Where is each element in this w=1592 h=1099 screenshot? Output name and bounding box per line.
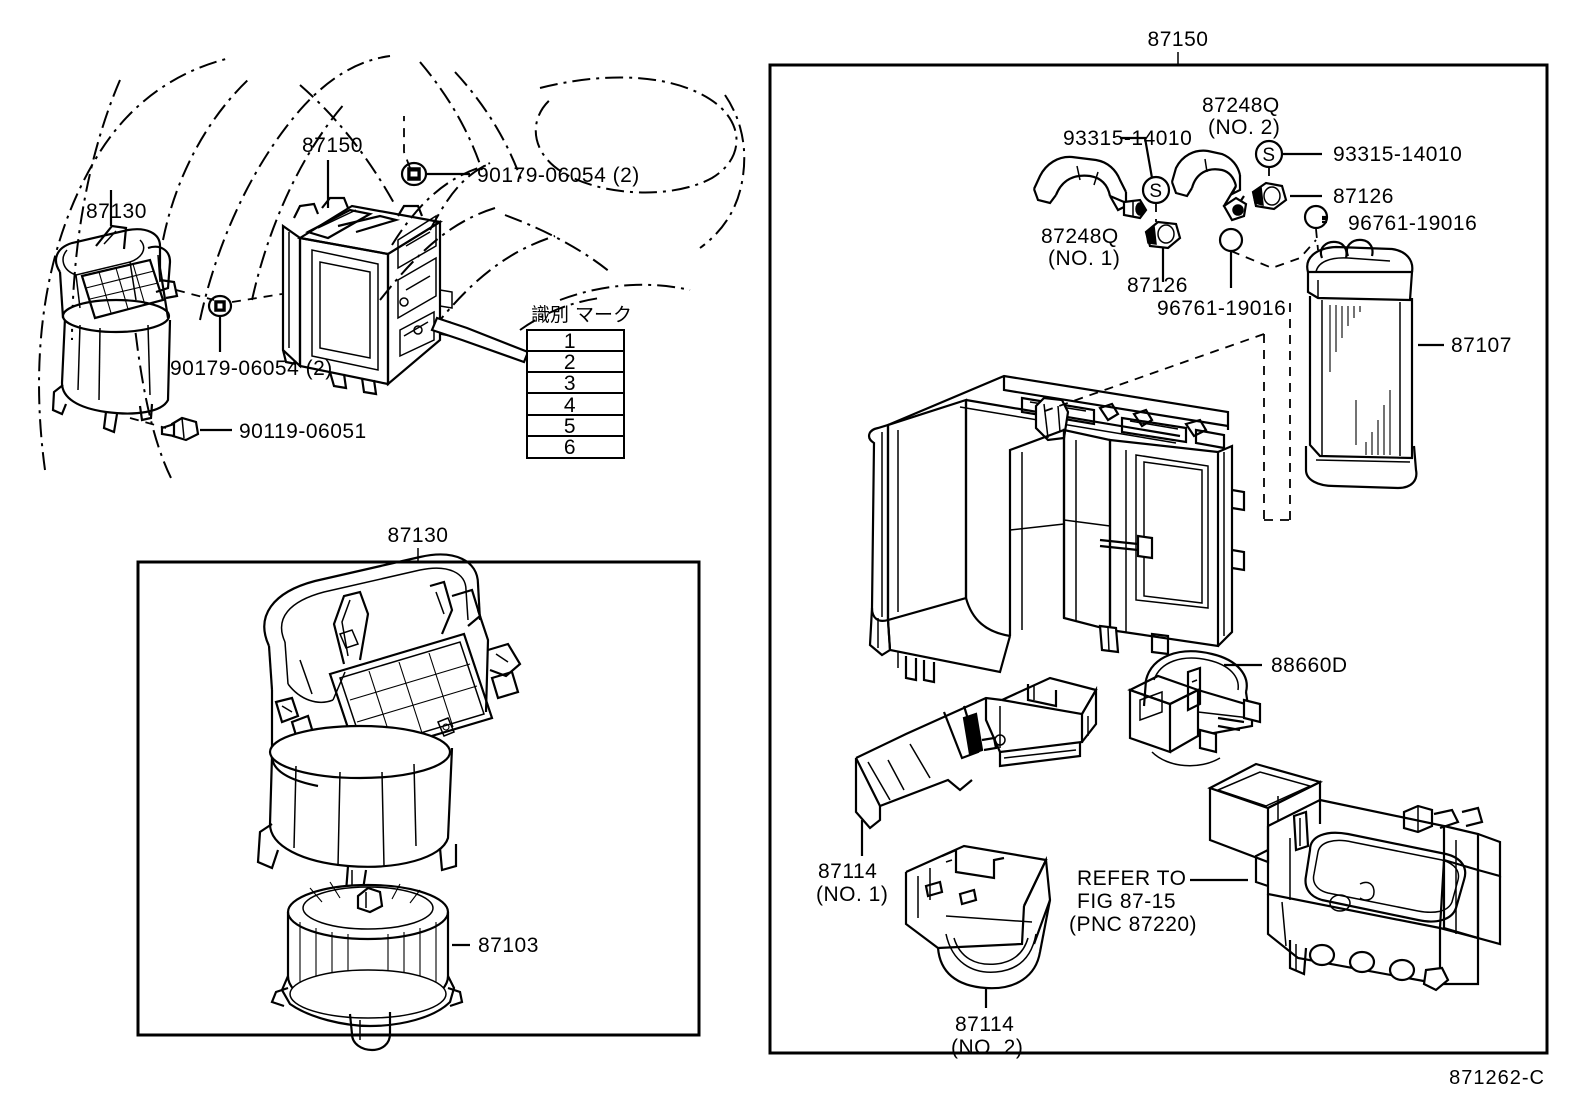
label-93315-14010-right: 93315-14010 xyxy=(1333,143,1462,166)
label-87126-left: 87126 xyxy=(1127,274,1188,297)
label-87114-no1: 87114 xyxy=(818,860,877,883)
duct-87114-no1-drawing xyxy=(854,676,1098,856)
resistor-88660d-drawing xyxy=(1127,650,1262,767)
mark-row-2: 2 xyxy=(564,351,576,374)
mark-row-3: 3 xyxy=(564,372,576,395)
label-87248q-no1-sub: (NO. 1) xyxy=(1048,247,1120,270)
label-refer-to: REFER TO xyxy=(1077,867,1186,890)
clamp-87126-right-drawing xyxy=(1251,181,1322,211)
duct-87114-no2-drawing xyxy=(904,844,1052,1008)
grommet-96761-left-drawing xyxy=(1218,227,1244,288)
mark-table-header: 識別 マーク xyxy=(531,304,632,326)
screw-90179-mid xyxy=(207,294,233,352)
label-refer-pnc: (PNC 87220) xyxy=(1069,913,1197,936)
clamp-93315-right: S xyxy=(1254,139,1322,188)
blower-panel-title: 87130 xyxy=(388,524,449,547)
label-87114-no2-sub: (NO. 2) xyxy=(951,1036,1023,1059)
leader-lines-topleft xyxy=(109,116,411,429)
hose-87248q-no2-drawing xyxy=(1170,149,1248,222)
bolt-90119 xyxy=(160,416,232,442)
blower-panel: 87130 xyxy=(136,524,701,1052)
heater-panel: 87150 xyxy=(768,28,1549,1059)
mark-row-6: 6 xyxy=(564,436,576,459)
clamp-87126-left-drawing xyxy=(1144,220,1182,282)
label-87103: 87103 xyxy=(478,934,539,957)
label-90119-06051: 90119-06051 xyxy=(239,420,367,443)
label-90179-06054-mid: 90179-06054 (2) xyxy=(170,357,333,380)
heater-case-drawing xyxy=(868,374,1246,684)
label-87248q-no1: 87248Q xyxy=(1041,225,1119,248)
vehicle-outline-group xyxy=(38,55,746,481)
label-87114-no1-sub: (NO. 1) xyxy=(816,883,888,906)
label-87130-topleft: 87130 xyxy=(86,200,147,223)
mark-row-4: 4 xyxy=(564,394,576,417)
screw-90179-top xyxy=(400,161,470,187)
blower-motor-drawing xyxy=(270,881,464,1052)
identification-mark-table: 識別 マーク 1 2 3 4 5 6 xyxy=(526,304,632,459)
heater-core-87107-drawing xyxy=(1304,238,1444,490)
hose-87248q-no1-drawing xyxy=(1032,155,1148,220)
label-87126-right: 87126 xyxy=(1333,185,1394,208)
label-87248q-no2-sub: (NO. 2) xyxy=(1208,116,1280,139)
duct-assembly-87220-drawing xyxy=(1190,762,1502,992)
label-87114-no2: 87114 xyxy=(955,1013,1014,1036)
clamp-s-glyph-right: S xyxy=(1262,145,1275,166)
blower-assembly-topleft-drawing xyxy=(51,224,179,434)
blower-housing-drawing: 87103 xyxy=(256,553,539,1052)
heater-panel-title: 87150 xyxy=(1148,28,1209,51)
clamp-s-glyph-left: S xyxy=(1149,181,1162,202)
install-guide-dashed xyxy=(1041,300,1291,521)
label-refer-fig: FIG 87-15 xyxy=(1077,890,1176,913)
label-87107: 87107 xyxy=(1451,334,1512,357)
heater-unit-topleft-drawing xyxy=(281,196,453,396)
label-96761-19016-left: 96761-19016 xyxy=(1157,297,1286,320)
label-96761-19016-right: 96761-19016 xyxy=(1348,212,1477,235)
label-93315-14010-left: 93315-14010 xyxy=(1063,127,1192,150)
diagram-code: 871262-C xyxy=(1449,1067,1545,1089)
label-88660d: 88660D xyxy=(1271,654,1348,677)
clamp-93315-left: S xyxy=(1120,136,1171,222)
label-87150-topleft: 87150 xyxy=(302,134,363,157)
label-90179-06054-top: 90179-06054 (2) xyxy=(477,164,640,187)
label-87248q-no2: 87248Q xyxy=(1202,94,1280,117)
mark-row-1: 1 xyxy=(564,330,576,353)
mark-row-5: 5 xyxy=(564,415,576,438)
mark-table-pointer xyxy=(430,316,530,364)
